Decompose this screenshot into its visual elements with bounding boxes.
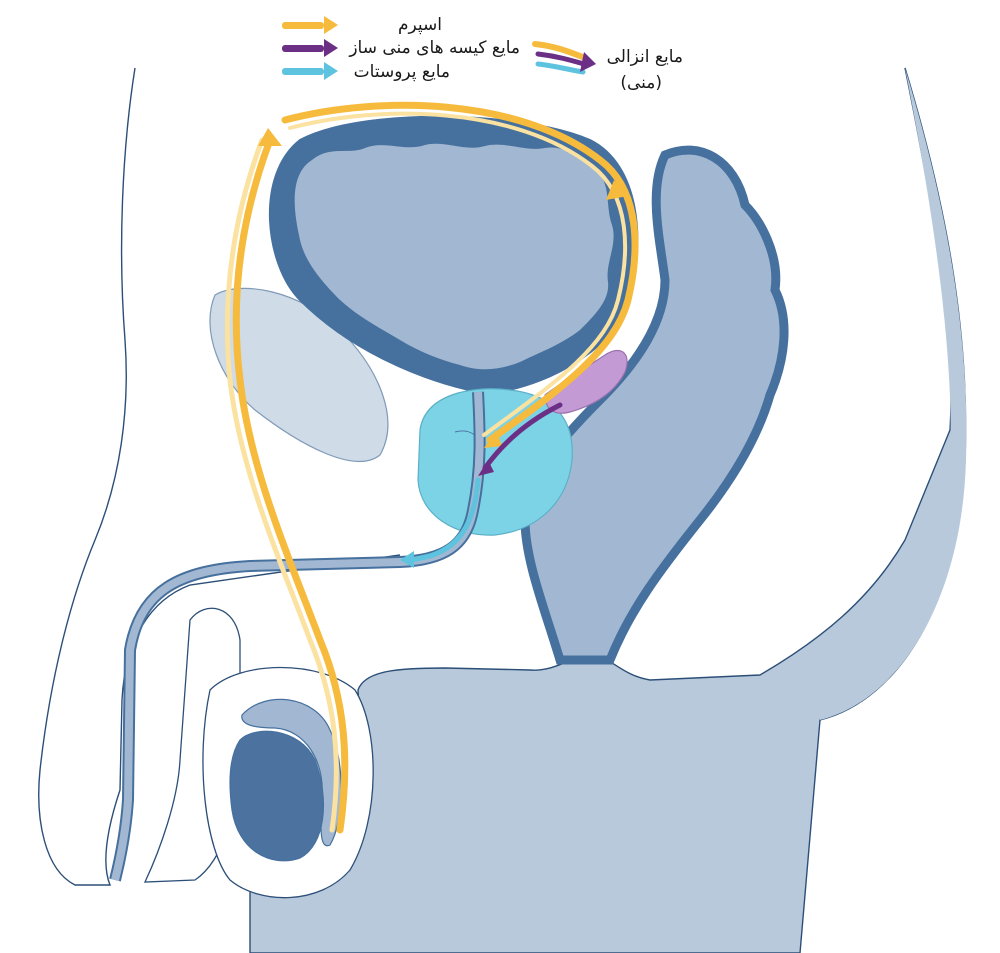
legend-arrow-seminal bbox=[324, 39, 338, 57]
legend: اسپرم مایع کیسه های منی ساز مایع پروستات… bbox=[282, 15, 683, 93]
seminal-path bbox=[482, 402, 563, 471]
testis bbox=[229, 730, 325, 862]
combined-label-line1: مایع انزالی bbox=[607, 47, 683, 67]
legend-swatch-prostate bbox=[282, 68, 324, 75]
prostate-arrowhead bbox=[400, 551, 414, 568]
body-outline bbox=[38, 67, 401, 886]
sperm-path-light bbox=[224, 137, 339, 833]
urethra-inner bbox=[111, 391, 484, 881]
legend-item-seminal: مایع کیسه های منی ساز bbox=[282, 38, 520, 58]
sperm-path-top-light bbox=[288, 111, 628, 437]
epididymis bbox=[241, 698, 342, 847]
prostate-path bbox=[409, 477, 481, 563]
legend-combined: مایع انزالی (منی) bbox=[532, 41, 683, 93]
combined-label-line2: (منی) bbox=[620, 73, 662, 93]
legend-label-prostate: مایع پروستات bbox=[354, 62, 450, 82]
legend-arrow-sperm bbox=[324, 16, 338, 34]
legend-item-sperm: اسپرم bbox=[282, 15, 442, 35]
sperm-path bbox=[232, 136, 349, 834]
bladder-inner bbox=[294, 143, 614, 370]
sperm-arrowhead-end bbox=[484, 430, 502, 448]
seminal-arrowhead bbox=[478, 460, 494, 476]
sperm-arrowhead-top bbox=[606, 180, 628, 200]
prostate-gland bbox=[417, 388, 573, 536]
combined-arrow bbox=[580, 52, 596, 72]
sperm-arrowhead-up bbox=[258, 128, 282, 146]
legend-label-seminal: مایع کیسه های منی ساز bbox=[348, 38, 520, 58]
legend-item-prostate: مایع پروستات bbox=[282, 62, 450, 82]
legend-swatch-sperm bbox=[282, 22, 324, 29]
sperm-path-top bbox=[281, 101, 639, 444]
combined-swatch-yellow bbox=[532, 41, 588, 61]
legend-swatch-seminal bbox=[282, 45, 324, 52]
legend-arrow-prostate bbox=[324, 62, 338, 80]
rectum bbox=[520, 145, 789, 665]
combined-swatch-purple bbox=[535, 51, 587, 67]
combined-swatch-cyan bbox=[535, 61, 586, 75]
legend-label-sperm: اسپرم bbox=[398, 15, 442, 35]
